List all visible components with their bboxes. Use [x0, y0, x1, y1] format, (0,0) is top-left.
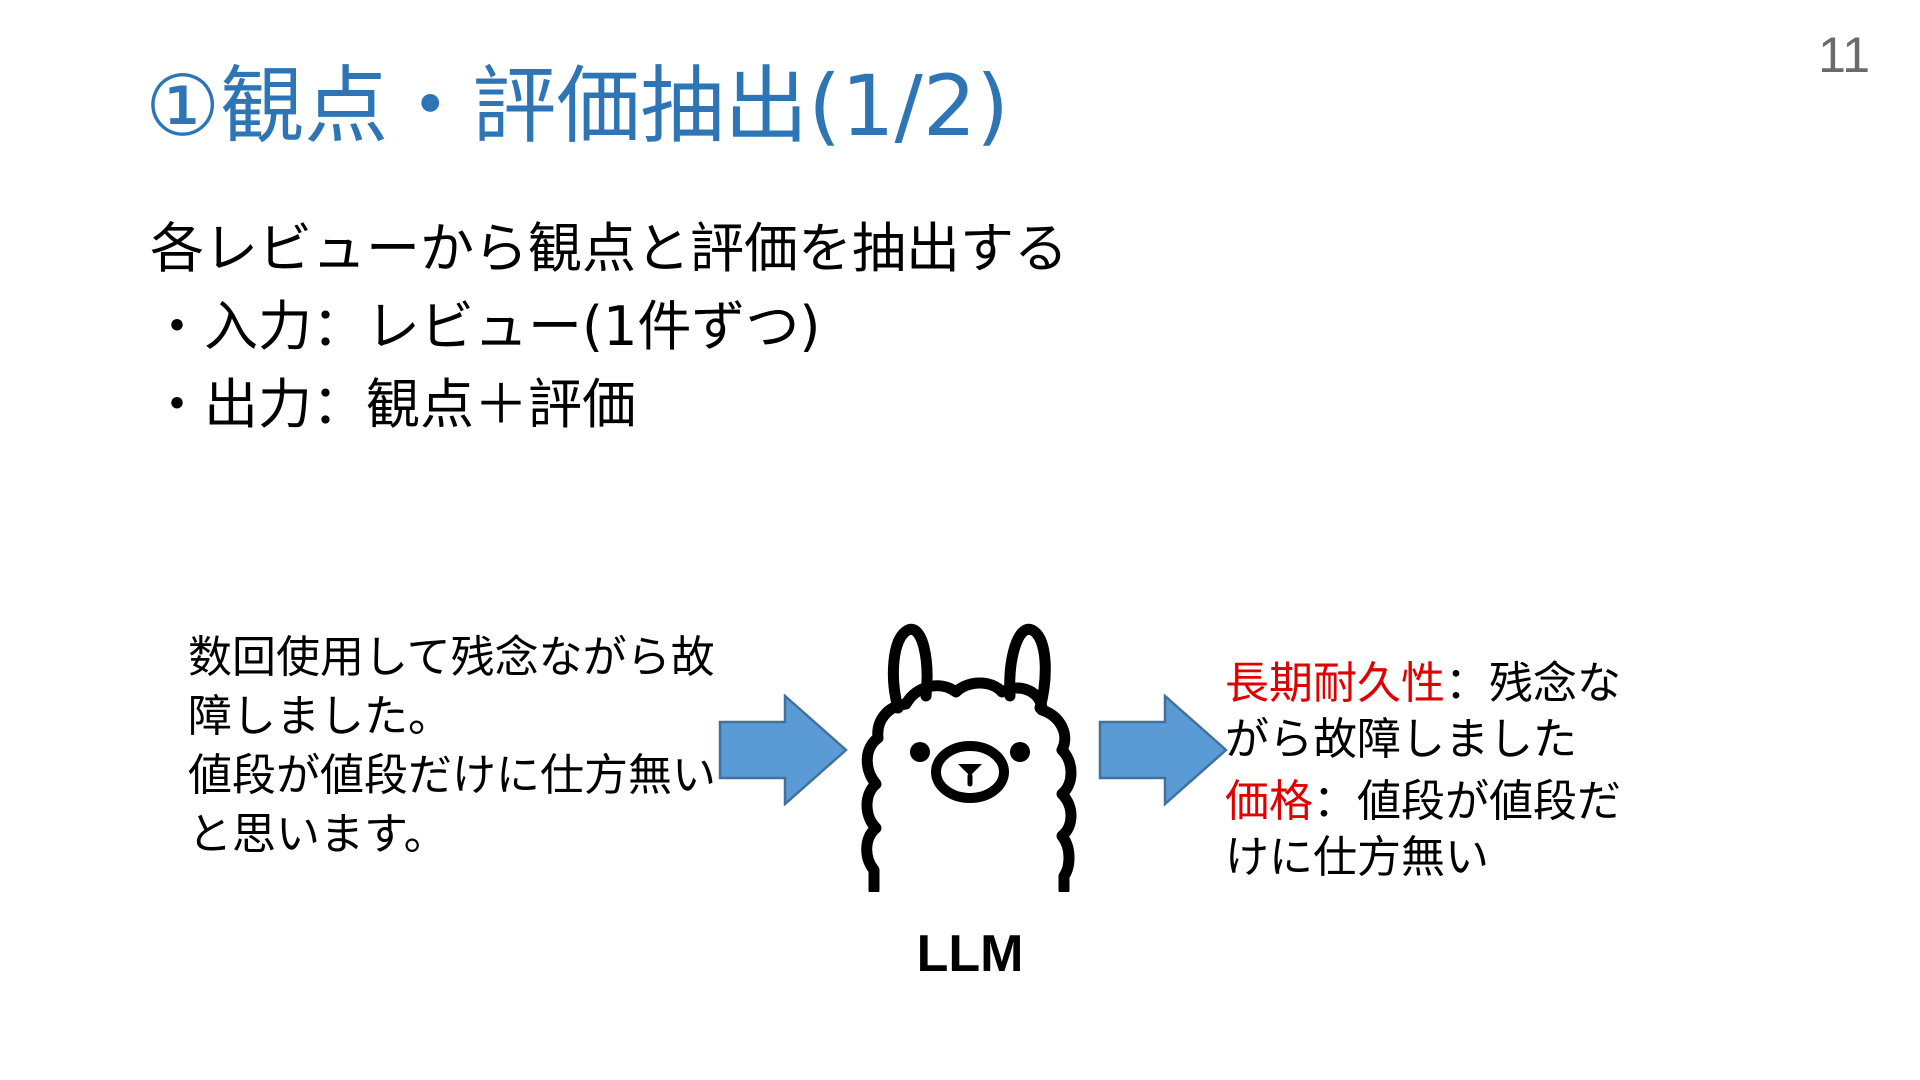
bullet-list: 各レビューから観点と評価を抽出する ・入力：レビュー(1件ずつ) ・出力：観点＋… [150, 210, 1068, 444]
llama-left-ear [887, 623, 933, 714]
bullet-item: 各レビューから観点と評価を抽出する [150, 217, 1068, 280]
aspect-separator: ： [1445, 658, 1489, 709]
llama-right-eye [1010, 742, 1030, 762]
extraction-output: 長期耐久性：残念ながら故障しました 価格：値段が値段だけに仕方無い [1225, 656, 1645, 892]
review-input-text: 数回使用して残念ながら故障しました。 値段が値段だけに仕方無いと思います。 [188, 628, 728, 864]
llama-muzzle [931, 741, 1009, 803]
llama-right-ear [1004, 623, 1051, 714]
llama-left-eye [910, 742, 930, 762]
bullet-item: ・出力：観点＋評価 [150, 373, 636, 436]
output-item: 長期耐久性：残念ながら故障しました [1225, 656, 1645, 768]
output-item: 価格：値段が値段だけに仕方無い [1225, 774, 1645, 886]
review-sentence: 値段が値段だけに仕方無いと思います。 [188, 750, 716, 860]
evaluation-text: 値段が値段だけに仕方無い [1225, 776, 1621, 883]
aspect-label: 価格 [1225, 776, 1313, 827]
aspect-label: 長期耐久性 [1225, 658, 1445, 709]
llama-body-outline [861, 677, 1077, 892]
llama-nose [958, 764, 982, 776]
llama-icon [861, 623, 1077, 892]
arrow-shape [1098, 694, 1228, 806]
arrow-right-icon [1098, 694, 1228, 806]
arrow-shape [718, 694, 848, 806]
slide-title: ①観点・評価抽出(1/2) [145, 57, 1010, 155]
evaluation-text: 残念ながら故障しました [1225, 658, 1621, 765]
llm-label: LLM [916, 925, 1024, 983]
review-sentence: 数回使用して残念ながら故障しました。 [188, 632, 715, 742]
arrow-right-icon [718, 694, 848, 806]
bullet-item: ・入力：レビュー(1件ずつ) [150, 295, 821, 358]
aspect-separator: ： [1313, 776, 1357, 827]
page-number: 11 [1818, 27, 1870, 83]
